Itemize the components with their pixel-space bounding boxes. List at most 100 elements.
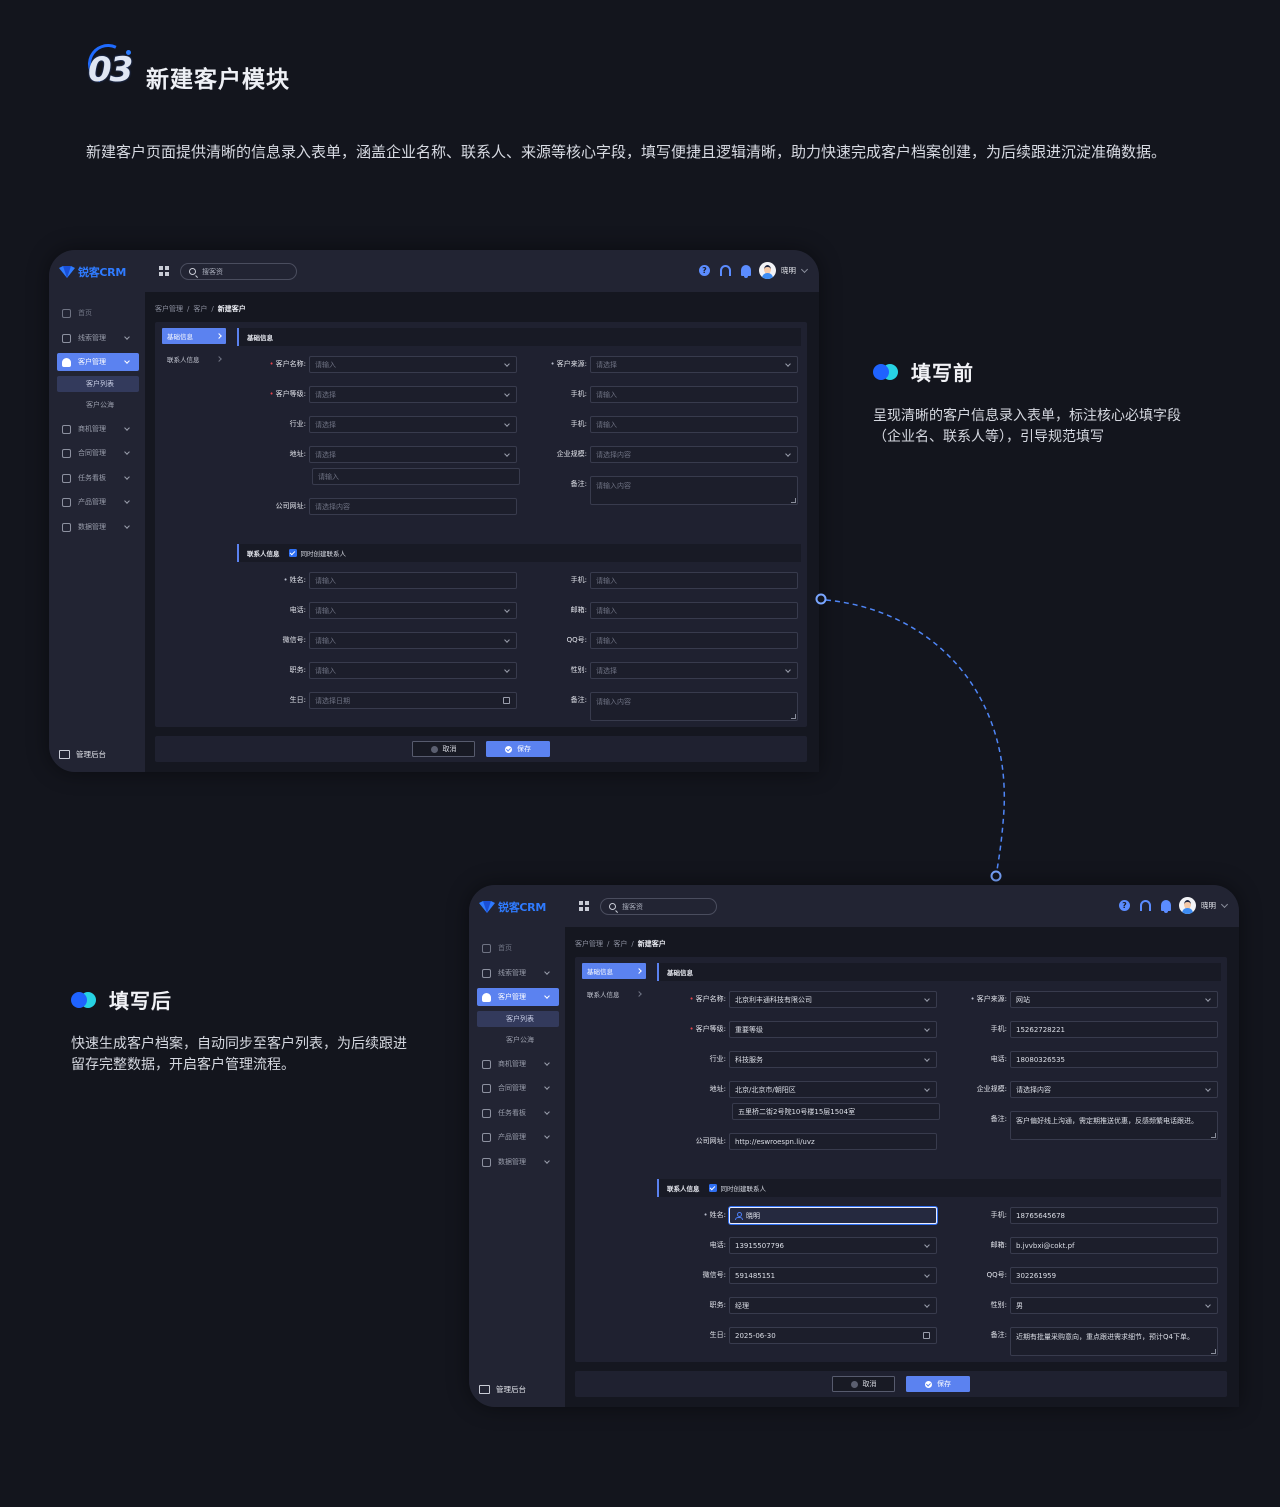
select-field[interactable]: 网站 xyxy=(1010,991,1218,1008)
admin-link[interactable]: 管理后台 xyxy=(59,749,106,760)
select-field[interactable]: 请选择 xyxy=(309,416,517,433)
input-field[interactable]: 302261959 xyxy=(1010,1267,1218,1284)
sidebar-subitem-1[interactable]: 客户公海 xyxy=(506,1036,534,1044)
help-icon[interactable]: ? xyxy=(1119,900,1130,911)
input-field[interactable]: 请输入 xyxy=(309,572,517,589)
chevron-down-icon[interactable] xyxy=(1220,900,1229,908)
select-field[interactable]: 591485151 xyxy=(729,1267,937,1284)
resize-handle-icon[interactable] xyxy=(791,498,796,503)
save-button[interactable]: 保存 xyxy=(906,1376,970,1392)
user-name[interactable]: 晓明 xyxy=(1201,901,1216,910)
resize-handle-icon[interactable] xyxy=(1211,1133,1216,1138)
input-field[interactable]: 请输入 xyxy=(590,572,798,589)
admin-link[interactable]: 管理后台 xyxy=(479,1384,526,1395)
input-field[interactable]: 五里桥二街2号院10号楼15层1504室 xyxy=(732,1103,940,1120)
resize-handle-icon[interactable] xyxy=(1211,1349,1216,1354)
input-field[interactable]: b.jvvbxi@cokt.pf xyxy=(1010,1237,1218,1254)
select-field[interactable]: 请选择 xyxy=(590,356,798,373)
select-field[interactable]: 经理 xyxy=(729,1297,937,1314)
select-field[interactable]: 男 xyxy=(1010,1297,1218,1314)
breadcrumb-item[interactable]: 客户 xyxy=(193,305,208,313)
input-field[interactable]: 18080326535 xyxy=(1010,1051,1218,1068)
tab-0[interactable]: 基础信息 xyxy=(582,963,646,979)
select-field[interactable]: 请输入 xyxy=(309,662,517,679)
search-input[interactable]: 搜客资 xyxy=(180,263,297,280)
sidebar-item-3[interactable]: 商机管理 xyxy=(477,1055,559,1073)
select-field[interactable]: 科技服务 xyxy=(729,1051,937,1068)
headset-icon[interactable] xyxy=(1140,900,1151,911)
help-icon[interactable]: ? xyxy=(699,265,710,276)
sidebar-item-2[interactable]: 客户管理 xyxy=(57,353,139,371)
sidebar-item-7[interactable]: 数据管理 xyxy=(477,1153,559,1171)
sidebar-subitem-0[interactable]: 客户列表 xyxy=(477,1011,559,1027)
avatar[interactable] xyxy=(759,262,776,279)
tab-0[interactable]: 基础信息 xyxy=(162,328,226,344)
apps-grid-icon[interactable] xyxy=(159,266,169,276)
select-field[interactable]: 13915507796 xyxy=(729,1237,937,1254)
avatar[interactable] xyxy=(1179,897,1196,914)
input-field[interactable]: 晓明 xyxy=(729,1207,937,1224)
select-field[interactable]: 请选择内容 xyxy=(1010,1081,1218,1098)
chevron-down-icon[interactable] xyxy=(800,265,809,273)
sidebar-item-5[interactable]: 任务看板 xyxy=(57,469,139,487)
textarea-field[interactable]: 请输入内容 xyxy=(590,692,798,721)
resize-handle-icon[interactable] xyxy=(791,714,796,719)
apps-grid-icon[interactable] xyxy=(579,901,589,911)
select-field[interactable]: 北京利丰通科技有限公司 xyxy=(729,991,937,1008)
sidebar-item-2[interactable]: 客户管理 xyxy=(477,988,559,1006)
textarea-field[interactable]: 近期有批量采购意向，重点跟进需求细节，预计Q4下单。 xyxy=(1010,1327,1218,1356)
input-field[interactable]: 请输入 xyxy=(590,416,798,433)
select-field[interactable]: 北京/北京市/朝阳区 xyxy=(729,1081,937,1098)
input-field[interactable]: 请输入 xyxy=(590,632,798,649)
select-field[interactable]: 请输入 xyxy=(309,602,517,619)
select-field[interactable]: 重要等级 xyxy=(729,1021,937,1038)
sidebar-item-1[interactable]: 线索管理 xyxy=(477,964,559,982)
sidebar-item-6[interactable]: 产品管理 xyxy=(57,493,139,511)
sidebar-item-4[interactable]: 合同管理 xyxy=(477,1079,559,1097)
bell-icon[interactable] xyxy=(741,265,751,278)
input-field[interactable]: 请输入 xyxy=(590,386,798,403)
bell-icon[interactable] xyxy=(1161,900,1171,913)
input-field[interactable]: 请输入 xyxy=(590,602,798,619)
cancel-button[interactable]: 取消 xyxy=(832,1376,895,1392)
input-field[interactable]: 15262728221 xyxy=(1010,1021,1218,1038)
user-name[interactable]: 晓明 xyxy=(781,266,796,275)
breadcrumb-item[interactable]: 客户 xyxy=(613,940,628,948)
input-field[interactable]: 请输入 xyxy=(312,468,520,485)
sidebar-item-4[interactable]: 合同管理 xyxy=(57,444,139,462)
sidebar-item-7[interactable]: 数据管理 xyxy=(57,518,139,536)
select-field[interactable]: 请选择 xyxy=(590,662,798,679)
date-field[interactable]: 2025-06-30 xyxy=(729,1327,937,1344)
app-logo[interactable]: 锐客CRM xyxy=(58,264,126,280)
tab-1[interactable]: 联系人信息 xyxy=(162,351,226,367)
tab-1[interactable]: 联系人信息 xyxy=(582,986,646,1002)
input-field[interactable]: http://eswroespn.li/uvz xyxy=(729,1133,937,1150)
input-field[interactable]: 18765645678 xyxy=(1010,1207,1218,1224)
search-input[interactable]: 搜客资 xyxy=(600,898,717,915)
breadcrumb-item[interactable]: 客户管理 xyxy=(575,940,603,948)
textarea-field[interactable]: 请输入内容 xyxy=(590,476,798,505)
sidebar-item-1[interactable]: 线索管理 xyxy=(57,329,139,347)
headset-icon[interactable] xyxy=(720,265,731,276)
create-contact-checkbox[interactable] xyxy=(708,1184,717,1192)
sidebar-item-0[interactable]: 首页 xyxy=(477,939,559,957)
textarea-field[interactable]: 客户偏好线上沟通，需定期推送优惠，反感频繁电话跟进。 xyxy=(1010,1111,1218,1140)
sidebar-item-0[interactable]: 首页 xyxy=(57,304,139,322)
sidebar-item-5[interactable]: 任务看板 xyxy=(477,1104,559,1122)
input-field[interactable]: 请选择内容 xyxy=(309,498,517,515)
cancel-button[interactable]: 取消 xyxy=(412,741,475,757)
sidebar-item-6[interactable]: 产品管理 xyxy=(477,1128,559,1146)
save-button[interactable]: 保存 xyxy=(486,741,550,757)
sidebar-subitem-1[interactable]: 客户公海 xyxy=(86,401,114,409)
sidebar-item-3[interactable]: 商机管理 xyxy=(57,420,139,438)
select-field[interactable]: 请选择 xyxy=(309,386,517,403)
select-field[interactable]: 请输入 xyxy=(309,632,517,649)
app-logo[interactable]: 锐客CRM xyxy=(478,899,546,915)
select-field[interactable]: 请选择内容 xyxy=(590,446,798,463)
create-contact-checkbox[interactable] xyxy=(288,549,297,557)
breadcrumb-item[interactable]: 客户管理 xyxy=(155,305,183,313)
select-field[interactable]: 请选择 xyxy=(309,446,517,463)
sidebar-subitem-0[interactable]: 客户列表 xyxy=(57,376,139,392)
date-field[interactable]: 请选择日期 xyxy=(309,692,517,709)
select-field[interactable]: 请输入 xyxy=(309,356,517,373)
